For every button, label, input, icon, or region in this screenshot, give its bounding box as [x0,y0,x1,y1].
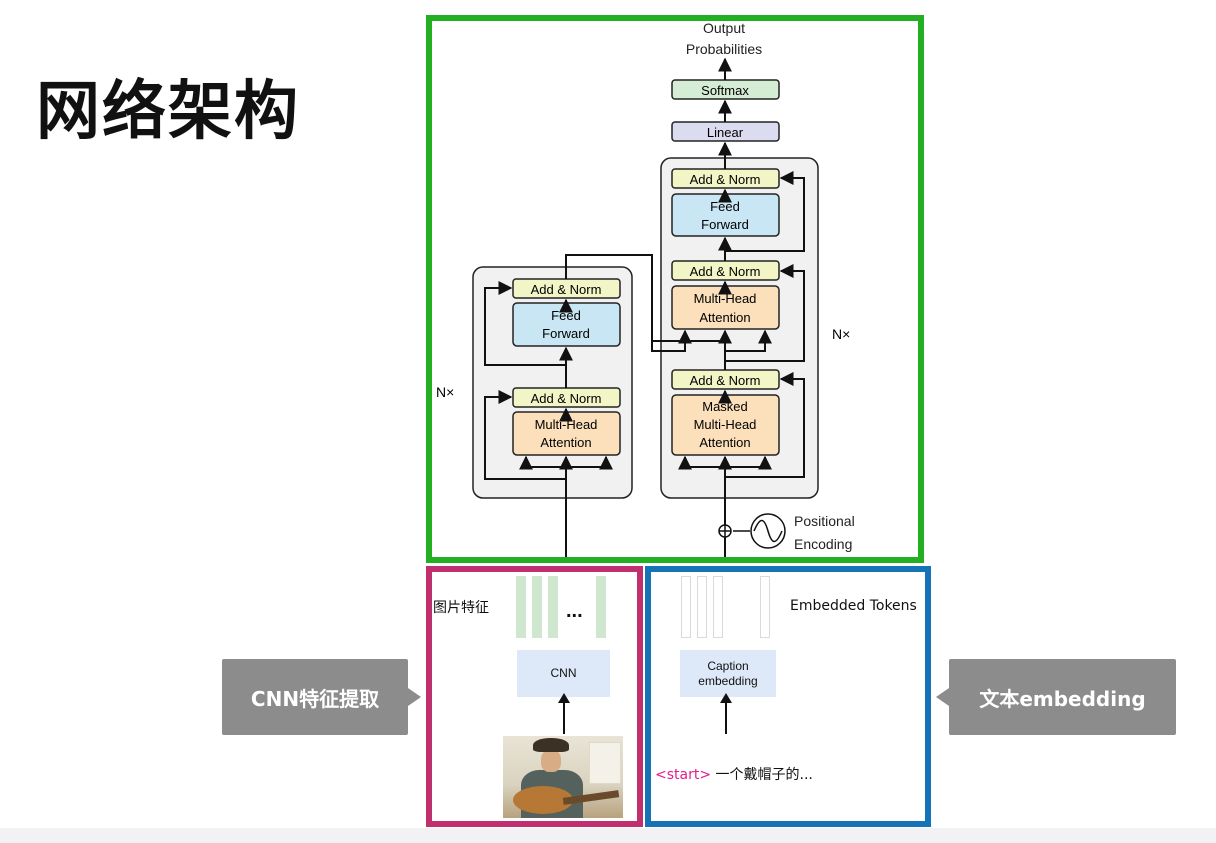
encoder-ff-label-1: Feed [551,308,581,323]
decoder-mha-label-1: Multi-Head [694,291,757,306]
text-embedding-callout: 文本embedding [936,659,1176,735]
positional-label-1: Positional [794,513,855,529]
encoder-mha-label-1: Multi-Head [535,417,598,432]
cnn-frame [426,566,643,827]
cnn-arrow [558,693,570,734]
image-feature-label: 图片特征 [433,600,489,616]
token-bar [760,576,770,638]
positional-label-2: Encoding [794,536,852,552]
decoder-repeat-label: N× [832,326,850,342]
decoder-ff-label-1: Feed [710,199,740,214]
linear-label: Linear [707,125,744,140]
decoder-masked-label-2: Multi-Head [694,417,757,432]
output-label-1: Output [703,21,745,36]
slide-title: 网络架构 [36,75,300,149]
token-bar [713,576,723,638]
caption-arrow [720,693,732,734]
token-bar [697,576,707,638]
feature-bar [596,576,606,638]
decoder-ff-label-2: Forward [701,217,749,232]
feature-ellipsis: ... [566,600,583,622]
transformer-frame [426,15,924,563]
output-label-2: Probabilities [686,41,762,57]
encoder-addnorm-2-label: Add & Norm [531,282,602,297]
caption-words: 一个戴帽子的... [711,767,813,783]
encoder-mha-label-2: Attention [540,435,591,450]
transformer-svg: Output Probabilities Softmax Linear Add … [436,21,855,557]
softmax-label: Softmax [701,83,749,98]
caption-box-line-1: Caption [707,658,749,673]
caption-text: <start> 一个戴帽子的... [655,764,813,784]
feature-bar [532,576,542,638]
encoder-addnorm-1-label: Add & Norm [531,391,602,406]
bottom-strip [0,828,1216,843]
guitar-photo [503,736,623,818]
transformer-diagram: Output Probabilities Softmax Linear Add … [432,21,918,557]
feature-bar [516,576,526,638]
caption-box-line-2: embedding [698,673,758,688]
text-frame [645,566,931,827]
encoder-repeat-label: N× [436,384,454,400]
caption-embedding-box: Caption embedding [680,650,776,697]
decoder-mha-label-2: Attention [699,310,750,325]
cnn-box: CNN [517,650,610,697]
decoder-masked-label-1: Masked [702,399,748,414]
feature-bar [548,576,558,638]
cnn-callout: CNN特征提取 [222,659,421,735]
encoder-ff-label-2: Forward [542,326,590,341]
decoder-addnorm-3-label: Add & Norm [690,172,761,187]
decoder-masked-label-3: Attention [699,435,750,450]
connections [484,57,805,557]
decoder-addnorm-2-label: Add & Norm [690,264,761,279]
decoder-addnorm-1-label: Add & Norm [690,373,761,388]
start-token: <start> [655,767,712,783]
embedded-tokens-label: Embedded Tokens [790,598,917,614]
token-bar [681,576,691,638]
